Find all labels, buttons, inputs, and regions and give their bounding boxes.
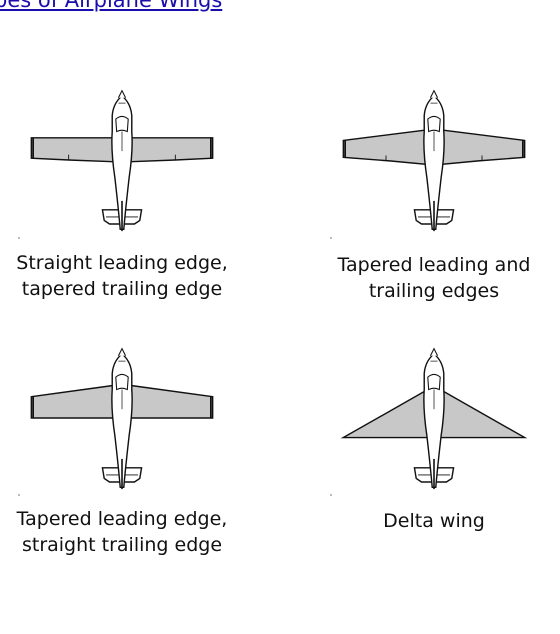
tapered-leading-straight-trailing-wing-diagram xyxy=(30,347,214,490)
caption-line-1: Delta wing xyxy=(383,510,485,532)
tapered-leading-trailing-wing-diagram xyxy=(342,89,526,232)
caption-line-1: Straight leading edge, xyxy=(16,252,228,274)
scan-speck xyxy=(18,494,20,496)
caption-line-2: tapered trailing edge xyxy=(21,278,223,300)
caption-line-2: trailing edges xyxy=(368,280,500,302)
straight-leading-edge-wing-diagram xyxy=(30,89,214,232)
caption-line-1: Tapered leading edge, xyxy=(16,508,228,530)
scan-speck xyxy=(330,494,332,496)
title-link[interactable]: pes of Airplane Wings xyxy=(0,0,223,12)
caption-line-1: Tapered leading and xyxy=(337,254,531,276)
caption-tapered-leading-trailing: Tapered leading and trailing edges xyxy=(314,252,554,304)
delta-wing-diagram xyxy=(340,347,528,490)
caption-tapered-leading-straight-trailing: Tapered leading edge, straight trailing … xyxy=(2,506,242,558)
scan-speck xyxy=(330,237,332,239)
caption-line-2: straight trailing edge xyxy=(21,534,223,556)
caption-delta-wing: Delta wing xyxy=(314,508,554,534)
scan-speck xyxy=(18,237,20,239)
caption-straight-leading-edge: Straight leading edge, tapered trailing … xyxy=(2,250,242,302)
